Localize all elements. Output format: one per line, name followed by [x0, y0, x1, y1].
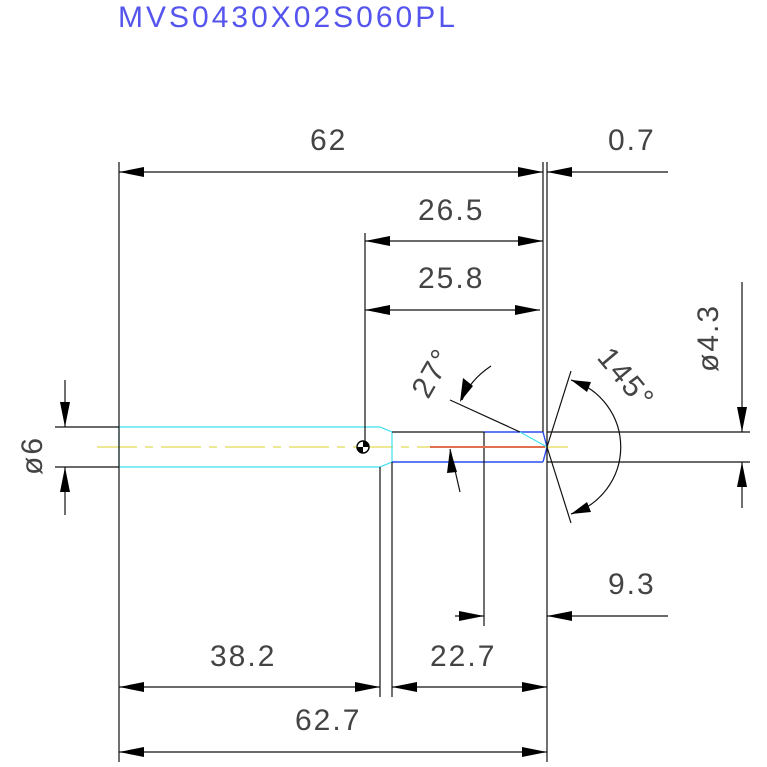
dim-neck-length: 22.7 [430, 640, 496, 673]
dim-shank-diameter: ø6 [16, 436, 49, 475]
dim-tip-angle: 145° [591, 341, 661, 416]
dimension-lines [60, 167, 747, 757]
center-mark-icon [356, 440, 370, 454]
part-number-title: MVS0430X02S060PL [118, 1, 458, 34]
dim-d1: 26.5 [418, 194, 484, 227]
extension-lines [55, 162, 750, 762]
dim-neck-angle: 27° [405, 343, 459, 404]
dim-tip-diameter: ø4.3 [692, 304, 725, 372]
dim-d2: 25.8 [418, 262, 484, 295]
dim-offset: 0.7 [608, 124, 656, 157]
dim-shank-length: 38.2 [210, 640, 276, 673]
dim-overall: 62.7 [295, 704, 361, 737]
dim-total-length: 62 [310, 124, 347, 157]
dim-head-length: 9.3 [608, 568, 656, 601]
